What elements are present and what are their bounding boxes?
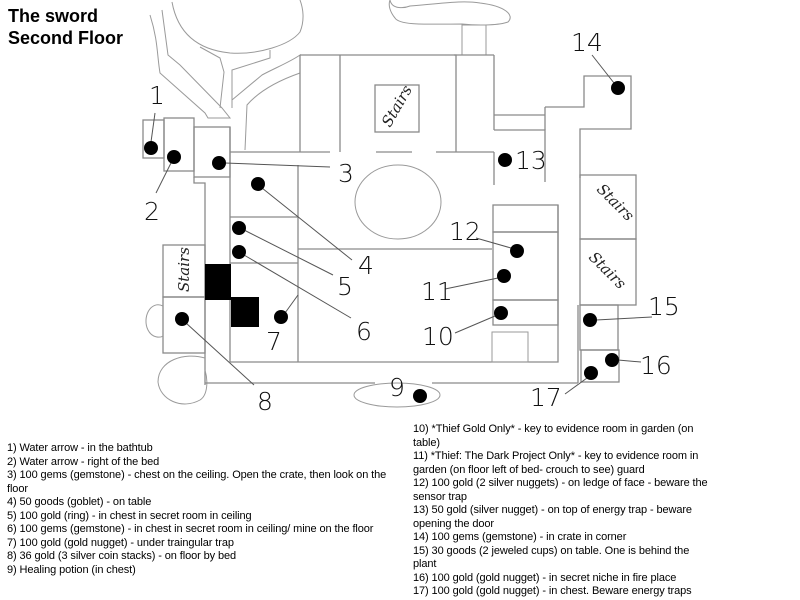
legend-item: 14) 100 gems (gemstone) - in crate in co… — [413, 531, 627, 543]
legend-item: 10) *Thief Gold Only* - key to evidence … — [413, 423, 694, 449]
marker-label: 16 — [640, 351, 672, 380]
marker-leader-line — [261, 187, 353, 261]
marker-4: 4 — [251, 177, 374, 280]
marker-label: 7 — [266, 327, 282, 356]
marker-leader-line — [155, 162, 172, 194]
marker-dot — [212, 156, 226, 170]
marker-leader-line — [224, 162, 331, 168]
marker-6: 6 — [232, 245, 372, 346]
legend-item: 3) 100 gems (gemstone) - chest on the ce… — [7, 469, 387, 495]
marker-dot — [605, 353, 619, 367]
marker-label: 14 — [571, 28, 603, 57]
legend-item: 2) Water arrow - right of the bed — [7, 455, 160, 468]
marker-dot — [251, 177, 265, 191]
marker-dot — [497, 269, 511, 283]
marker-leader-line — [454, 315, 496, 334]
legend-item: 12) 100 gold (2 silver nuggets) - on led… — [413, 477, 708, 503]
marker-dot — [498, 153, 512, 167]
title-line-2: Second Floor — [8, 28, 124, 48]
marker-label: 15 — [648, 292, 680, 321]
marker-dot — [232, 221, 246, 235]
marker-15: 15 — [583, 292, 680, 327]
legend-item: 8) 36 gold (3 silver coin stacks) - on f… — [7, 550, 237, 562]
marker-leader-line — [617, 359, 642, 363]
marker-5: 5 — [232, 221, 353, 301]
marker-leader-line — [444, 277, 499, 290]
marker-label: 5 — [337, 272, 353, 301]
marker-1: 1 — [144, 81, 165, 155]
marker-dot — [584, 366, 598, 380]
marker-label: 6 — [356, 317, 372, 346]
marker-label: 8 — [257, 387, 273, 416]
legend-item: 6) 100 gems (gemstone) - in chest in sec… — [7, 523, 374, 535]
stairs-label-right-top: Stairs — [593, 180, 638, 225]
garden-plant-top — [388, 0, 511, 56]
marker-leader-line — [475, 237, 512, 249]
marker-14: 14 — [571, 28, 625, 95]
legend-right-column: 10) *Thief Gold Only* - key to evidence … — [413, 423, 713, 599]
marker-leader-line — [595, 316, 653, 321]
legend-item: 17) 100 gold (gold nugget) - in chest. B… — [413, 585, 692, 597]
marker-dot — [167, 150, 181, 164]
legend-item: 1) Water arrow - in the bathtub — [7, 442, 153, 454]
marker-17: 17 — [530, 366, 598, 412]
marker-leader-line — [185, 322, 255, 386]
marker-dot — [413, 389, 427, 403]
marker-label: 9 — [389, 373, 405, 402]
stairs-label-right-bottom: Stairs — [585, 248, 630, 293]
marker-label: 12 — [449, 217, 481, 246]
marker-leader-line — [243, 229, 334, 276]
marker-9: 9 — [389, 373, 427, 403]
marker-16: 16 — [605, 351, 672, 380]
title-line-1: The sword — [8, 6, 99, 26]
legend-item: 5) 100 gold (ring) - in chest in secret … — [7, 509, 252, 522]
marker-label: 1 — [149, 81, 165, 110]
marker-dot — [611, 81, 625, 95]
marker-leader-line — [150, 112, 156, 143]
marker-dot — [583, 313, 597, 327]
marker-label: 17 — [530, 383, 562, 412]
marker-label: 3 — [338, 159, 354, 188]
marker-leader-line — [591, 54, 615, 84]
stairs-label-center: Stairs — [378, 82, 416, 130]
marker-10: 10 — [422, 306, 508, 351]
marker-dot — [175, 312, 189, 326]
marker-leader-line — [284, 294, 299, 314]
legend-item: 16) 100 gold (gold nugget) - in secret n… — [413, 571, 677, 584]
stairs-label-left: Stairs — [175, 247, 193, 292]
marker-dot — [232, 245, 246, 259]
marker-leader-line — [243, 254, 352, 319]
marker-13: 13 — [498, 146, 547, 175]
marker-label: 10 — [422, 322, 454, 351]
marker-12: 12 — [449, 217, 524, 258]
marker-3: 3 — [212, 156, 354, 188]
legend-item: 4) 50 goods (goblet) - on table — [7, 496, 152, 508]
marker-2: 2 — [144, 150, 181, 226]
marker-dot — [144, 141, 158, 155]
marker-8: 8 — [175, 312, 273, 416]
legend-item: 15) 30 goods (2 jeweled cups) on table. … — [413, 544, 690, 571]
map-title: The sword Second Floor — [8, 5, 123, 49]
trap-block-1 — [205, 264, 231, 300]
trap-block-2 — [231, 297, 259, 327]
marker-label: 11 — [421, 277, 453, 306]
marker-label: 13 — [515, 146, 547, 175]
legend-item: 7) 100 gold (gold nugget) - under traing… — [7, 536, 234, 549]
marker-7: 7 — [266, 294, 299, 356]
marker-dot — [494, 306, 508, 320]
marker-dot — [274, 310, 288, 324]
legend-item: 9) Healing potion (in chest) — [7, 563, 136, 576]
marker-label: 2 — [144, 197, 160, 226]
legend-item: 11) *Thief: The Dark Project Only* - key… — [413, 450, 699, 476]
marker-11: 11 — [421, 269, 511, 306]
marker-dot — [510, 244, 524, 258]
marker-label: 4 — [358, 251, 374, 280]
marker-leader-line — [564, 377, 588, 395]
legend-item: 13) 50 gold (silver nugget) - on top of … — [413, 504, 692, 530]
